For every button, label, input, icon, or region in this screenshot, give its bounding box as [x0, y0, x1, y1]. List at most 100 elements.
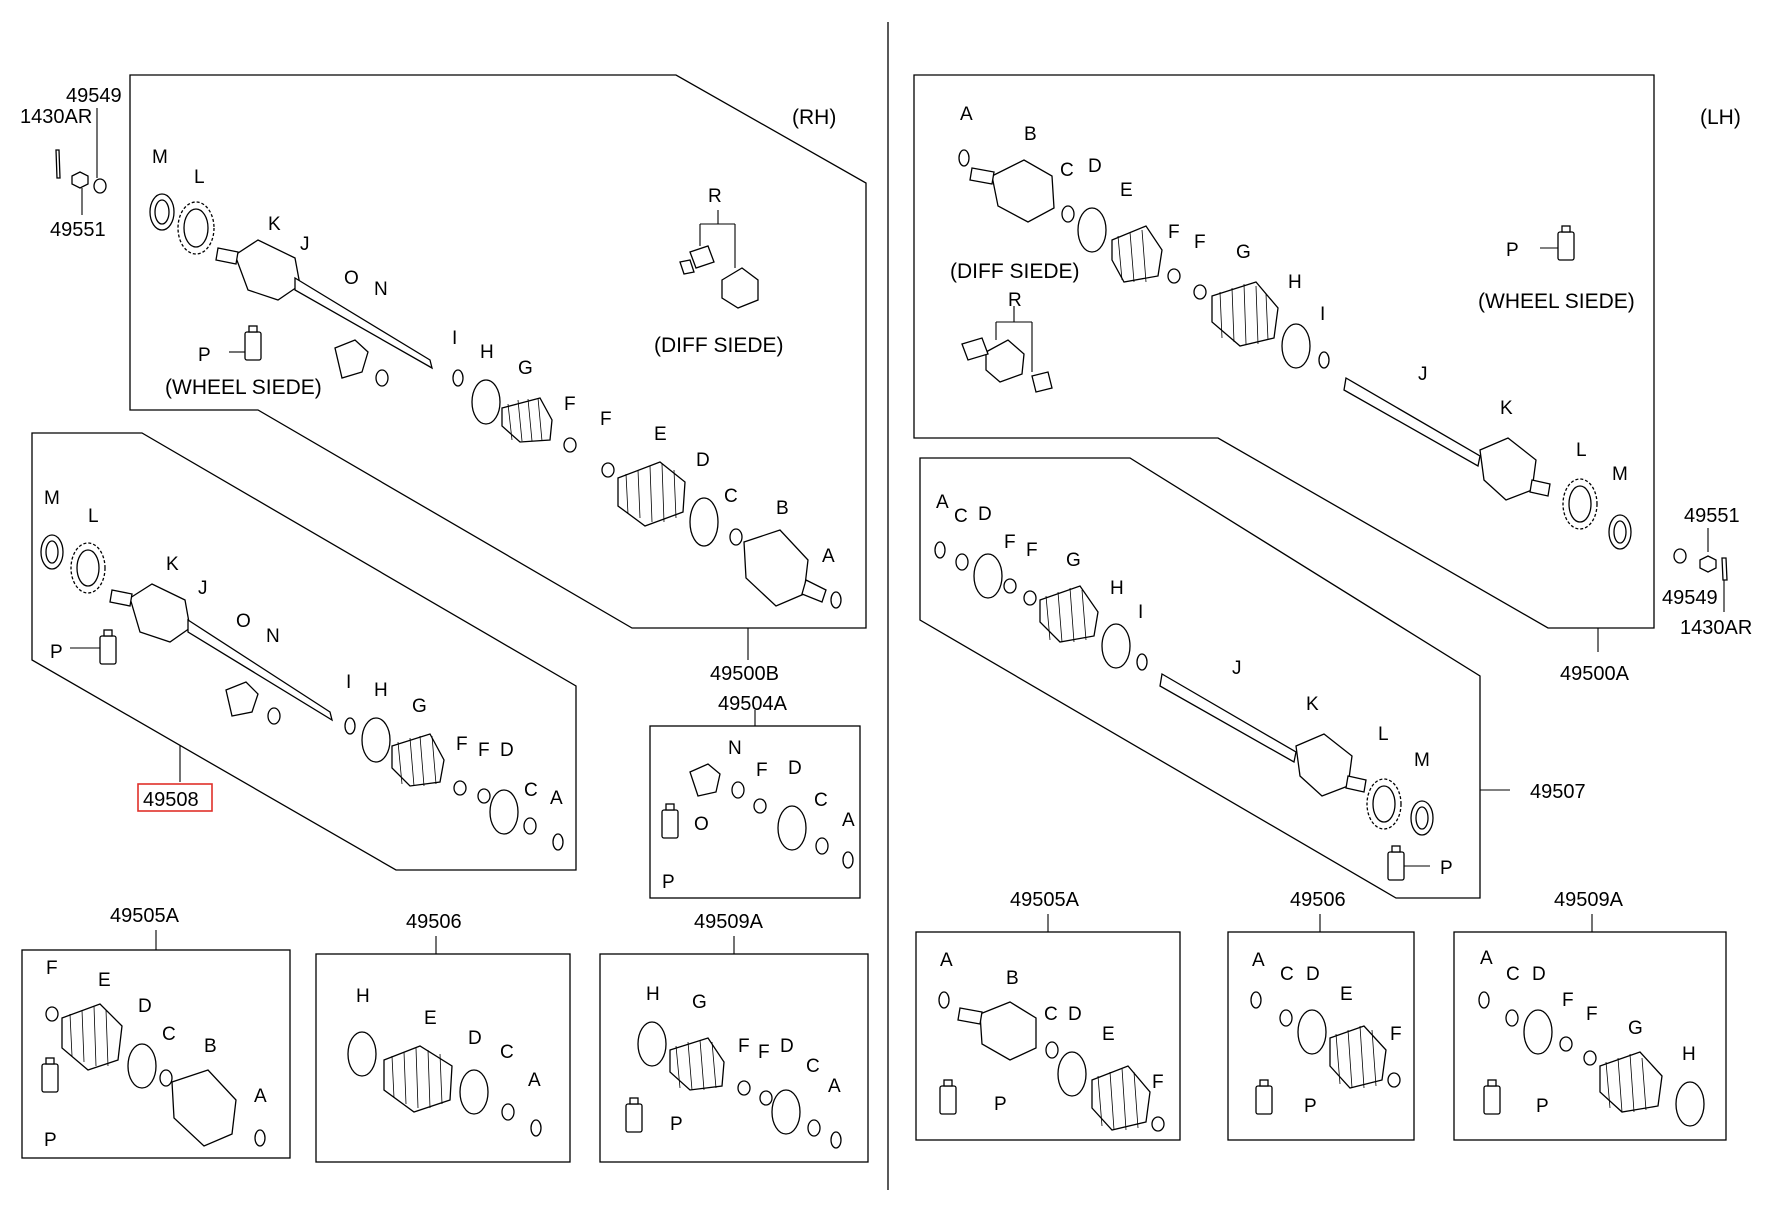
svg-text:E: E: [98, 970, 111, 991]
svg-text:P: P: [1536, 1096, 1549, 1117]
rh-wheel-side-note: (WHEEL SIEDE): [165, 376, 322, 399]
svg-text:F: F: [1004, 532, 1016, 553]
rh-diff-side-note: (DIFF SIEDE): [654, 334, 784, 357]
lh-upper-shaft-parts: [958, 149, 1632, 550]
lh-diff-side-note: (DIFF SIEDE): [950, 260, 1080, 283]
svg-text:A: A: [940, 950, 953, 971]
lh-shaft-letters: A C D F F G H I J K L M P: [936, 492, 1453, 879]
svg-text:C: C: [162, 1024, 176, 1045]
svg-text:J: J: [1232, 658, 1242, 679]
rh-outer-joint-kit-number[interactable]: 49505A: [110, 905, 180, 927]
lh-shaft-parts: [934, 541, 1434, 881]
svg-text:P: P: [50, 642, 63, 663]
svg-text:H: H: [374, 680, 388, 701]
lh-upper-letters: A B C D E F F G H I J K L M R P (DIFF SI…: [950, 104, 1635, 485]
lh-bolt-label[interactable]: 1430AR: [1680, 617, 1752, 639]
svg-text:C: C: [806, 1056, 820, 1077]
part-p-grease-lh-upper: [1557, 231, 1575, 261]
rh-bolt-label[interactable]: 1430AR: [20, 106, 92, 128]
rh-boot-e-kit-frame: [315, 953, 571, 1163]
svg-text:N: N: [374, 279, 388, 300]
svg-text:F: F: [758, 1042, 770, 1063]
svg-text:A: A: [936, 492, 949, 513]
svg-text:F: F: [564, 394, 576, 415]
svg-text:C: C: [1506, 964, 1520, 985]
svg-text:G: G: [412, 696, 427, 717]
lh-full-assembly-number[interactable]: 49500A: [1560, 663, 1630, 685]
part-i-clip: [452, 369, 464, 387]
svg-text:P: P: [1304, 1096, 1317, 1117]
lh-nut-label[interactable]: 49551: [1684, 505, 1740, 527]
lh-boot-g-kit-number[interactable]: 49509A: [1554, 889, 1624, 911]
svg-text:C: C: [500, 1042, 514, 1063]
svg-text:N: N: [266, 626, 280, 647]
svg-text:K: K: [1500, 398, 1513, 419]
svg-text:P: P: [1506, 240, 1519, 261]
rh-nut-label[interactable]: 49551: [50, 219, 106, 241]
rh-boot-g-kit-number[interactable]: 49509A: [694, 911, 764, 933]
svg-text:F: F: [46, 958, 58, 979]
svg-text:P: P: [670, 1114, 683, 1135]
svg-text:O: O: [344, 268, 359, 289]
svg-text:E: E: [1340, 984, 1353, 1005]
rh-side-label: (RH): [792, 106, 836, 129]
svg-text:P: P: [1440, 858, 1453, 879]
svg-text:G: G: [1236, 242, 1251, 263]
lh-boot-e-kit-parts: A C D E F P: [1250, 950, 1402, 1117]
svg-text:J: J: [1418, 364, 1428, 385]
rh-shaft-assembly-number[interactable]: 49508: [143, 789, 199, 811]
svg-text:B: B: [204, 1036, 217, 1057]
svg-text:H: H: [1110, 578, 1124, 599]
lh-boot-e-kit-frame: [1227, 931, 1415, 1141]
svg-text:D: D: [1532, 964, 1546, 985]
rh-washer-icon: [93, 178, 107, 194]
svg-text:D: D: [500, 740, 514, 761]
lh-boot-e-kit-number[interactable]: 49506: [1290, 889, 1346, 911]
svg-text:C: C: [814, 790, 828, 811]
svg-text:A: A: [528, 1070, 541, 1091]
part-f-band: [563, 437, 577, 453]
svg-text:P: P: [994, 1094, 1007, 1115]
svg-text:F: F: [1586, 1004, 1598, 1025]
part-n-clip: [375, 369, 389, 387]
lh-hardware-group: 49551 49549 1430AR: [1662, 505, 1752, 639]
svg-text:I: I: [346, 672, 351, 693]
lh-boot-g-kit-parts: A C D F F G H P: [1478, 948, 1705, 1127]
lh-shaft-assembly-number[interactable]: 49507: [1530, 781, 1586, 803]
svg-text:R: R: [708, 186, 722, 207]
svg-text:D: D: [1068, 1004, 1082, 1025]
rh-small-kit-number[interactable]: 49504A: [718, 693, 788, 715]
lh-outer-joint-kit-number[interactable]: 49505A: [1010, 889, 1080, 911]
part-o-damper: [334, 339, 369, 379]
svg-text:P: P: [198, 345, 211, 366]
svg-text:D: D: [138, 996, 152, 1017]
rh-upper-letters: M L K J O N I H G F F E D C B A R P (DIF…: [152, 147, 835, 567]
lh-side-label: (LH): [1700, 106, 1741, 129]
svg-text:F: F: [1390, 1024, 1402, 1045]
lh-boot-g-kit-frame: [1453, 931, 1727, 1141]
rh-small-kit-parts: N O F D C A P: [661, 738, 855, 893]
svg-text:C: C: [954, 506, 968, 527]
svg-text:M: M: [44, 488, 60, 509]
rh-boot-e-kit-number[interactable]: 49506: [406, 911, 462, 933]
svg-text:O: O: [694, 814, 709, 835]
svg-text:D: D: [1088, 156, 1102, 177]
rh-full-assembly-number[interactable]: 49500B: [710, 663, 779, 685]
svg-text:M: M: [1414, 750, 1430, 771]
rh-washer-label[interactable]: 49549: [66, 85, 122, 107]
part-p-grease-rh-shaft: [99, 635, 117, 665]
svg-text:A: A: [254, 1086, 267, 1107]
rh-upper-shaft-parts: [149, 193, 842, 609]
svg-text:H: H: [1288, 272, 1302, 293]
highlight-box: [137, 783, 213, 812]
svg-text:C: C: [1044, 1004, 1058, 1025]
svg-text:K: K: [268, 214, 281, 235]
svg-text:P: P: [662, 872, 675, 893]
lh-washer-label[interactable]: 49549: [1662, 587, 1718, 609]
rh-boot-e-kit-parts: H E D C A: [347, 986, 542, 1137]
svg-text:J: J: [198, 578, 208, 599]
rh-shaft-letters: M L K J O N I H G F F D C A P: [44, 488, 563, 809]
svg-text:C: C: [1280, 964, 1294, 985]
svg-text:K: K: [166, 554, 179, 575]
